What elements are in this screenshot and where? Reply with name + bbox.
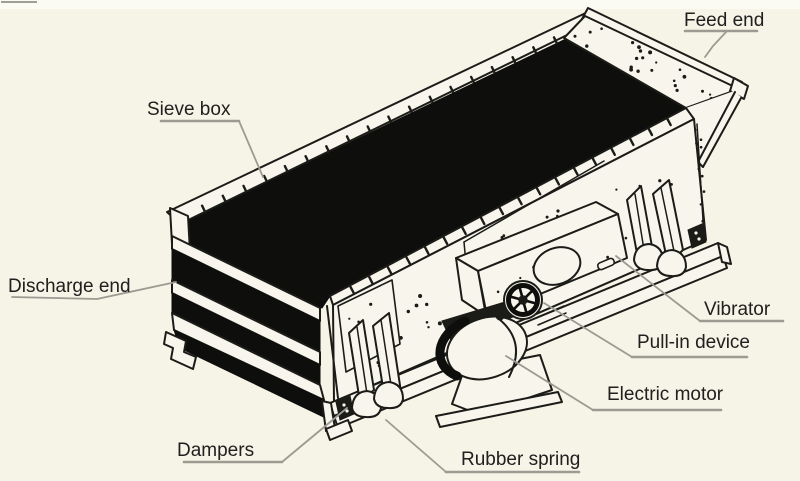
callout-lines bbox=[11, 29, 785, 474]
discharge-foot-bracket bbox=[163, 331, 197, 370]
feed-wall-bolt-dots bbox=[573, 27, 714, 101]
top-strip bbox=[0, 0, 800, 9]
feed-end-leader bbox=[704, 30, 728, 58]
motor-foot-plate bbox=[435, 391, 563, 428]
label-dampers: Dampers bbox=[177, 440, 254, 461]
mesh-hook-ticks-near bbox=[349, 117, 672, 295]
discharge-deck-stack bbox=[163, 235, 339, 421]
rubber-spring-foot bbox=[656, 249, 687, 278]
label-vibrator: Vibrator bbox=[704, 299, 771, 320]
vibrating-screen-drawing bbox=[163, 7, 749, 441]
dampers-leader bbox=[281, 407, 348, 463]
panel-front-edge bbox=[326, 305, 339, 399]
electric-motor-body bbox=[446, 315, 528, 381]
mesh-hook-ticks-left bbox=[200, 26, 579, 213]
label-discharge-end: Discharge end bbox=[8, 276, 131, 297]
tension-bracket bbox=[535, 305, 567, 326]
vibrator-leader bbox=[615, 255, 701, 322]
belt-wrap-arc bbox=[435, 316, 470, 381]
rubber-spring-foot bbox=[373, 381, 404, 410]
damper-clamp-right bbox=[687, 223, 707, 249]
pull-in-device-leader bbox=[543, 302, 633, 358]
label-sieve-box: Sieve box bbox=[147, 99, 231, 120]
right-edge-bolt-dots bbox=[695, 128, 706, 223]
label-rubber-spring: Rubber spring bbox=[461, 449, 580, 470]
plate-slot bbox=[596, 257, 616, 271]
belt-pulley bbox=[503, 280, 543, 320]
feed-corner-cap bbox=[729, 77, 749, 100]
label-feed-end: Feed end bbox=[684, 10, 764, 31]
label-electric-motor: Electric motor bbox=[607, 384, 724, 405]
base-right-cap bbox=[717, 242, 732, 265]
vibrator-port bbox=[532, 246, 582, 286]
label-pull-in-device: Pull-in device bbox=[637, 332, 750, 353]
damper-group-left bbox=[348, 312, 404, 419]
discharge-end-leader bbox=[11, 281, 177, 300]
motor-end-cap bbox=[498, 318, 517, 378]
electric-motor-leader bbox=[505, 355, 594, 411]
sieve-box-leader bbox=[238, 120, 264, 178]
damper-group-right bbox=[626, 179, 687, 278]
base-left-foot bbox=[325, 419, 353, 441]
rubber-spring-leader bbox=[385, 419, 447, 473]
motor-shaft-nub bbox=[495, 311, 505, 321]
pulley-spokes bbox=[510, 287, 536, 313]
feed-corner-gusset bbox=[686, 91, 741, 168]
labels: Sieve box Feed end Discharge end Vibrato… bbox=[8, 10, 771, 470]
base-rail bbox=[321, 242, 732, 441]
